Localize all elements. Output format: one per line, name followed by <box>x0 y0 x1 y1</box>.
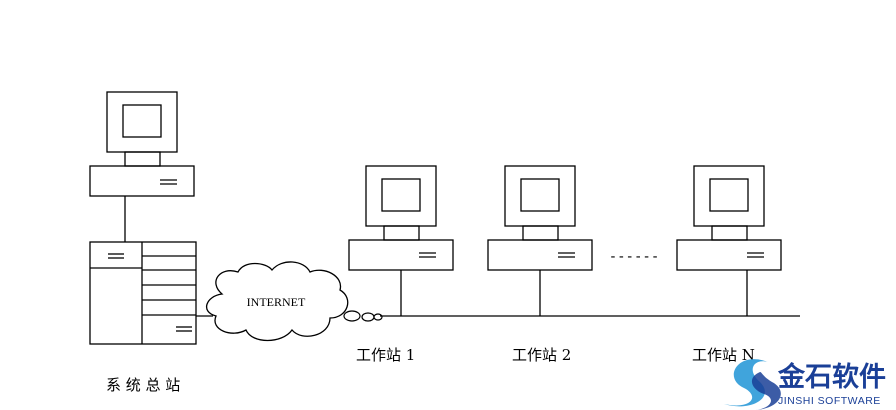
watermark-brand-cn: 金石软件 <box>777 361 886 393</box>
internet-cloud-icon: INTERNET <box>206 261 383 342</box>
workstation-ellipsis: ------ <box>609 249 660 265</box>
workstation-n-monitor-icon <box>693 165 765 241</box>
workstation-n <box>676 165 782 316</box>
jinshi-software-watermark: 金石软件 JINSHI SOFTWARE <box>724 359 886 410</box>
workstation-1-monitor-icon <box>365 165 437 241</box>
cloud-label: INTERNET <box>247 295 306 309</box>
server-tower-icon <box>89 241 197 345</box>
workstation-1-desktop-unit <box>348 239 454 271</box>
workstation-2-desktop-unit <box>487 239 593 271</box>
workstation-1 <box>348 165 454 316</box>
workstation-2-monitor-icon <box>504 165 576 241</box>
workstation-n-desktop-unit <box>676 239 782 271</box>
workstation-2-label: 工作站 2 <box>512 346 571 364</box>
workstation-1-label: 工作站 1 <box>356 346 415 364</box>
workstation-n-label: 工作站 N <box>692 346 755 364</box>
central-station-label: 系 统 总 站 <box>106 376 180 394</box>
workstation-2 <box>487 165 593 316</box>
central-monitor-icon <box>106 91 178 167</box>
jinshi-logo-icon <box>724 359 781 410</box>
central-station <box>89 91 197 345</box>
watermark-brand-en: JINSHI SOFTWARE <box>778 395 881 407</box>
central-desktop-unit <box>89 165 195 197</box>
